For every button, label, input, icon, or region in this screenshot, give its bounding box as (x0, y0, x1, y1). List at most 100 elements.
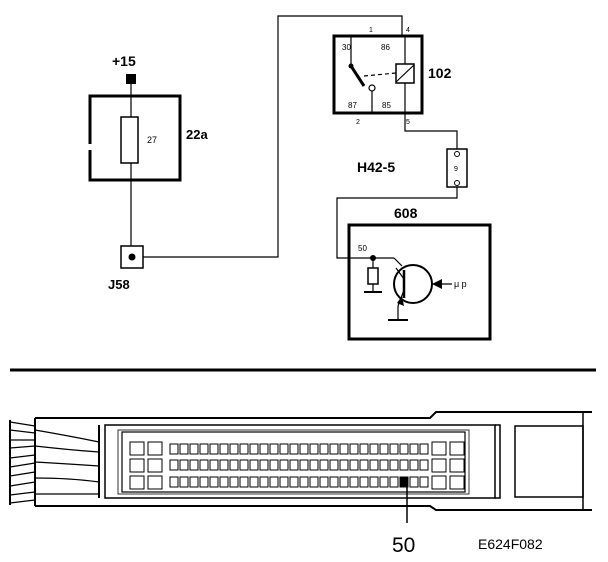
connector-pin (259, 476, 269, 488)
connector-pin (389, 476, 399, 488)
connector-pin (229, 443, 239, 455)
connector-pin (399, 443, 409, 455)
connector-power-pin (431, 441, 447, 456)
connector-pin (279, 476, 289, 488)
cable-bundle (9, 421, 36, 504)
connector-pin (189, 443, 199, 455)
connector-pin (169, 476, 179, 488)
connector-pin (329, 476, 339, 488)
connector-pin (369, 476, 379, 488)
connector-pin (189, 476, 199, 488)
connector-pin (229, 476, 239, 488)
connector-pin (239, 459, 249, 471)
connector-pin (239, 476, 249, 488)
relay-pin-2: 2 (356, 119, 360, 126)
base-arrow (432, 279, 442, 289)
connector-pin (339, 459, 349, 471)
connector-pin (339, 443, 349, 455)
connector-pin (189, 459, 199, 471)
connector-pin (249, 459, 259, 471)
connector-pin (219, 443, 229, 455)
connector-pin (199, 476, 209, 488)
transistor (393, 264, 433, 304)
connector-pin (219, 459, 229, 471)
fuse-box-label: 22a (186, 127, 208, 142)
connector-pin (379, 443, 389, 455)
connector-power-pin (129, 458, 145, 473)
connector-pin (389, 459, 399, 471)
connector-pin (259, 443, 269, 455)
connector-pin-9: 9 (454, 166, 458, 173)
connector-pin-array (129, 441, 465, 490)
relay-pin-4: 4 (406, 27, 410, 34)
connector-pin (389, 443, 399, 455)
connector-pin (299, 476, 309, 488)
connector-pin (409, 443, 419, 455)
connector-pin (209, 443, 219, 455)
connector-h42-5 (446, 148, 468, 188)
connector-pin (269, 476, 279, 488)
connector-pin (399, 459, 409, 471)
connector-pin (379, 459, 389, 471)
relay-pin-5: 5 (406, 119, 410, 126)
supply-label: +15 (112, 53, 136, 69)
relay-102 (332, 34, 424, 115)
connector-power-pin (449, 458, 465, 473)
connector-pin-50 (399, 476, 409, 488)
connector-pin (359, 459, 369, 471)
connector-pin (349, 459, 359, 471)
connector-pin (249, 476, 259, 488)
fuse-element (120, 116, 139, 164)
connector-pin (209, 459, 219, 471)
connector-pin (359, 443, 369, 455)
connector-pin (419, 476, 429, 488)
connector-pin (169, 459, 179, 471)
ecu-pin-label: 50 (358, 244, 367, 253)
connector-pin (309, 443, 319, 455)
connector-pin (219, 476, 229, 488)
connector-pin (259, 459, 269, 471)
connector-pin (369, 443, 379, 455)
connector-pin (179, 459, 189, 471)
connector-pin (269, 443, 279, 455)
connector-pin (419, 459, 429, 471)
connector-latch (514, 425, 584, 498)
connector-label: H42-5 (357, 159, 395, 175)
connector-power-pin (449, 475, 465, 490)
wire-connector-to-ecu (336, 187, 458, 259)
ecu-608 (347, 223, 492, 341)
ecu-label: 608 (394, 205, 418, 221)
connector-pin (379, 476, 389, 488)
connector-pin (359, 476, 369, 488)
supply-terminal (126, 74, 136, 84)
relay-terminal-86: 86 (381, 43, 390, 52)
connector-pin (169, 443, 179, 455)
connector-pin (409, 459, 419, 471)
connector-housing (104, 424, 496, 499)
connector-power-pin (147, 441, 163, 456)
wire-relay-to-connector (404, 113, 458, 149)
connector-pin (179, 443, 189, 455)
connector-pin (319, 476, 329, 488)
connector-pin (289, 459, 299, 471)
figure-id: E624F082 (478, 536, 543, 552)
relay-terminal-30: 30 (342, 43, 351, 52)
relay-terminal-85: 85 (382, 101, 391, 110)
connector-pin (299, 459, 309, 471)
connector-pin (409, 476, 419, 488)
connector-power-pin (147, 475, 163, 490)
fuse-box-22a (88, 94, 182, 182)
connector-power-pin (431, 475, 447, 490)
connector-pin (289, 443, 299, 455)
junction-label: J58 (108, 277, 130, 292)
connector-plug (9, 411, 592, 523)
connector-pin (269, 459, 279, 471)
connector-pin (319, 443, 329, 455)
connector-pin (229, 459, 239, 471)
junction-j58 (120, 245, 144, 269)
connector-pin (199, 443, 209, 455)
connector-power-pin (129, 475, 145, 490)
connector-pin (329, 459, 339, 471)
